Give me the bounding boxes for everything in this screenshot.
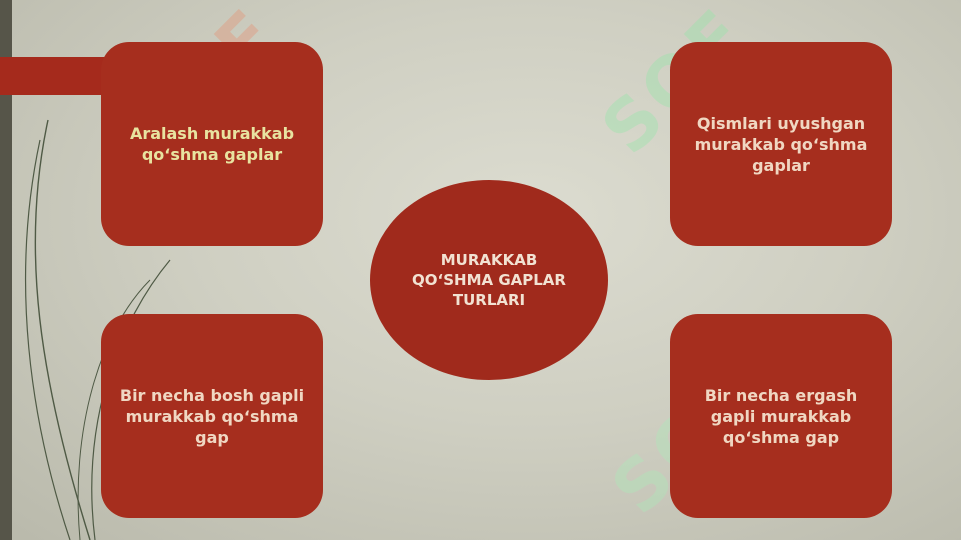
box-label: Aralash murakkab qo‘shma gaplar [129,124,295,164]
center-label: MURAKKAB QO‘SHMA GAPLAR TURLARI [412,251,566,309]
diagram-box-multiple-main-clauses: Bir necha bosh gapli murakkab qo‘shma ga… [101,314,323,518]
diagram-box-multiple-subordinate-clauses: Bir necha ergash gapli murakkab qo‘shma … [670,314,892,518]
box-label: Bir necha ergash gapli murakkab qo‘shma … [704,385,858,447]
accent-bar [0,57,112,95]
box-label: Qismlari uyushgan murakkab qo‘shma gapla… [694,113,868,175]
diagram-center-ellipse: MURAKKAB QO‘SHMA GAPLAR TURLARI [370,180,608,380]
box-label: Bir necha bosh gapli murakkab qo‘shma ga… [119,385,305,447]
diagram-box-mixed: Aralash murakkab qo‘shma gaplar [101,42,323,246]
left-decorative-strip [0,0,12,540]
diagram-box-coordinated-parts: Qismlari uyushgan murakkab qo‘shma gapla… [670,42,892,246]
